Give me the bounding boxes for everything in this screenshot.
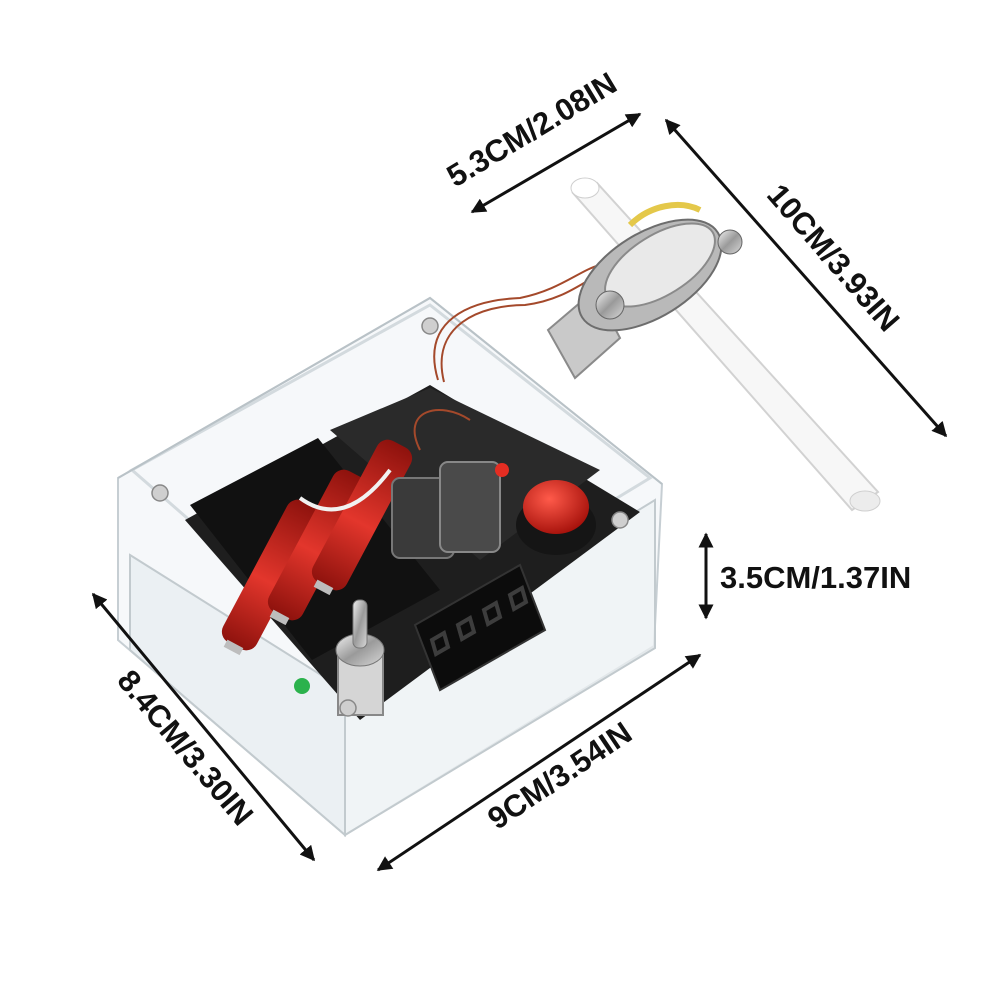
- arrow-tube-length: [664, 118, 948, 438]
- capacitors: [391, 461, 501, 559]
- red-push-button: [516, 480, 596, 555]
- white-wire: [298, 468, 392, 512]
- label-box-height: 3.5CM/1.37IN: [720, 560, 912, 595]
- wires: [413, 264, 605, 451]
- arrow-box-depth: [91, 592, 316, 862]
- arrow-tube-width: [470, 112, 642, 214]
- screws: [151, 317, 629, 717]
- green-led: [294, 678, 310, 694]
- arrow-box-width: [376, 653, 702, 872]
- dimension-arrows: [91, 112, 948, 872]
- red-led: [495, 463, 509, 477]
